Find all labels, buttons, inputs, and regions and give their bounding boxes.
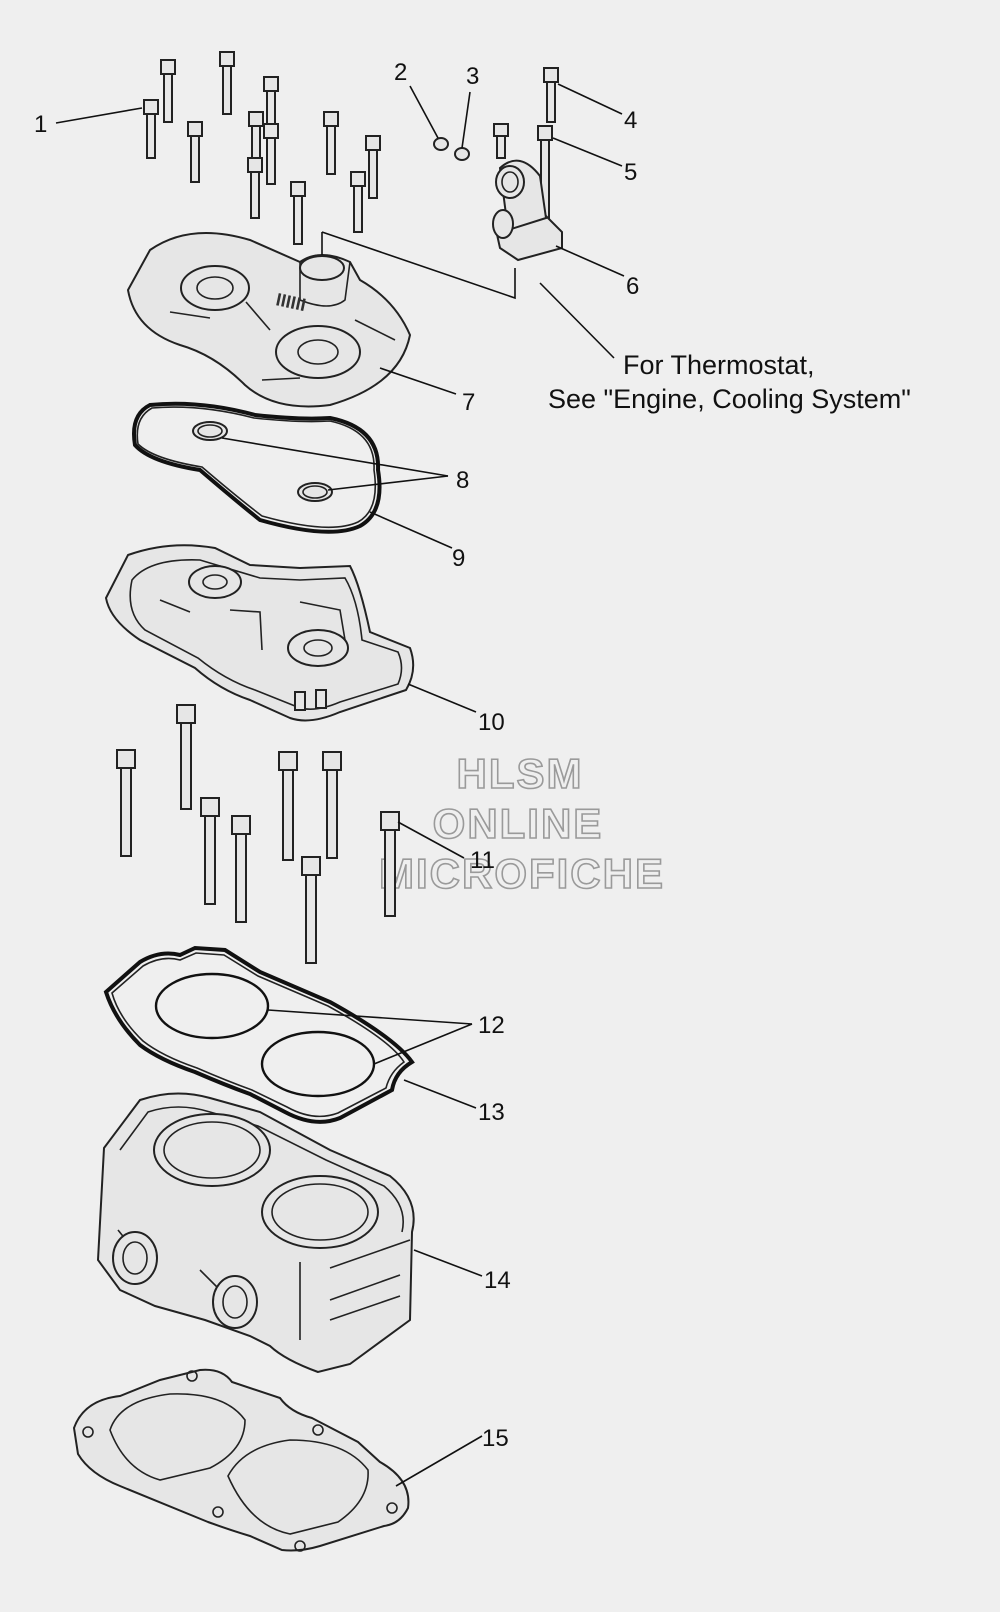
bolt bbox=[543, 67, 559, 123]
callout-6: 6 bbox=[626, 273, 639, 300]
callout-12: 12 bbox=[478, 1012, 505, 1039]
bolt bbox=[350, 171, 366, 233]
bolt bbox=[231, 815, 251, 923]
callout-7: 7 bbox=[462, 389, 475, 416]
bolt bbox=[365, 135, 381, 199]
watermark-line-3: MICROFICHE bbox=[379, 850, 665, 897]
cylinder-block bbox=[96, 1092, 415, 1374]
callout-1: 1 bbox=[34, 111, 47, 138]
nut bbox=[433, 137, 449, 151]
bolt bbox=[493, 123, 509, 159]
note-line-2: See "Engine, Cooling System" bbox=[548, 384, 911, 414]
watermark-line-2: ONLINE bbox=[433, 800, 604, 847]
thermostat-note: For Thermostat, See "Engine, Cooling Sys… bbox=[548, 350, 911, 414]
callout-11: 11 bbox=[470, 847, 495, 874]
bolt bbox=[200, 797, 220, 905]
bolt bbox=[380, 811, 400, 917]
callout-3: 3 bbox=[466, 63, 479, 90]
combustion-seals bbox=[154, 972, 376, 1098]
bolt bbox=[247, 157, 263, 219]
watermark: HLSM ONLINE MICROFICHE bbox=[378, 749, 665, 898]
head-bolts bbox=[143, 51, 381, 245]
o-rings bbox=[192, 421, 333, 502]
callout-8: 8 bbox=[456, 467, 469, 494]
cylinder-bolts bbox=[116, 704, 400, 964]
bolt bbox=[176, 704, 196, 810]
callout-15: 15 bbox=[482, 1425, 509, 1452]
thermostat-housing bbox=[492, 159, 563, 262]
bolt bbox=[278, 751, 298, 861]
bolt bbox=[187, 121, 203, 183]
bolt bbox=[219, 51, 235, 115]
bolt bbox=[143, 99, 159, 159]
cylinder-seal-gasket bbox=[103, 945, 415, 1124]
callout-labels: 1 2 3 4 5 6 7 8 9 10 11 12 13 14 15 bbox=[34, 59, 639, 1452]
callout-2: 2 bbox=[394, 59, 407, 86]
seal-ring bbox=[132, 401, 382, 534]
bolt bbox=[160, 59, 176, 123]
bolt bbox=[322, 751, 342, 859]
callout-4: 4 bbox=[624, 107, 637, 134]
washer bbox=[454, 147, 470, 161]
callout-13: 13 bbox=[478, 1099, 505, 1126]
leader-lines bbox=[55, 83, 625, 1487]
bolt bbox=[301, 856, 321, 964]
head-cover: IIIIII bbox=[126, 231, 412, 408]
bolt bbox=[290, 181, 306, 245]
bolt bbox=[323, 111, 339, 175]
thermostat-hardware bbox=[433, 67, 563, 262]
watermark-line-1: HLSM bbox=[457, 750, 584, 797]
callout-14: 14 bbox=[484, 1267, 511, 1294]
callout-9: 9 bbox=[452, 545, 465, 572]
note-leaders bbox=[321, 231, 615, 359]
bolt bbox=[263, 123, 279, 185]
callout-5: 5 bbox=[624, 159, 637, 186]
bolt bbox=[116, 749, 136, 857]
base-gasket bbox=[72, 1368, 410, 1552]
cylinder-head bbox=[104, 544, 415, 722]
callout-10: 10 bbox=[478, 709, 505, 736]
note-line-1: For Thermostat, bbox=[623, 350, 815, 380]
